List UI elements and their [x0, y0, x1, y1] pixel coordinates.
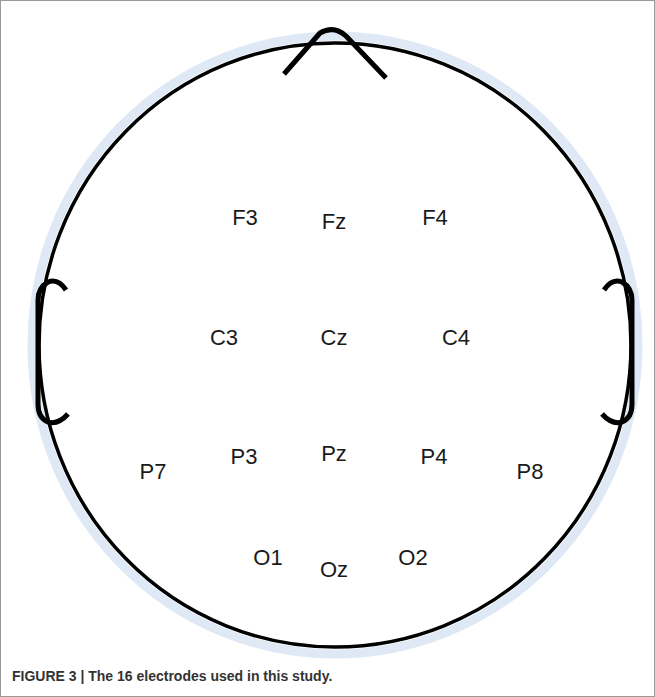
electrode-label: P4 [421, 446, 448, 468]
electrode-label: F4 [422, 207, 448, 229]
nose [284, 30, 386, 78]
head-halo [32, 36, 638, 654]
right-ear [602, 281, 632, 423]
electrode-label: Fz [322, 211, 346, 233]
figure-caption: FIGURE 3 | The 16 electrodes used in thi… [12, 668, 332, 684]
electrode-label: Oz [320, 559, 348, 581]
electrode-label: P3 [231, 446, 258, 468]
electrode-label: C3 [210, 327, 238, 349]
electrode-label: O1 [253, 547, 282, 569]
electrode-label: P8 [517, 461, 544, 483]
electrode-label: Cz [321, 327, 348, 349]
electrode-label: F3 [232, 207, 258, 229]
electrode-label: Pz [321, 443, 347, 465]
electrode-label: P7 [140, 461, 167, 483]
electrode-label: O2 [398, 547, 427, 569]
head-outline [39, 43, 631, 647]
electrode-label: C4 [442, 327, 470, 349]
left-ear [38, 281, 68, 423]
